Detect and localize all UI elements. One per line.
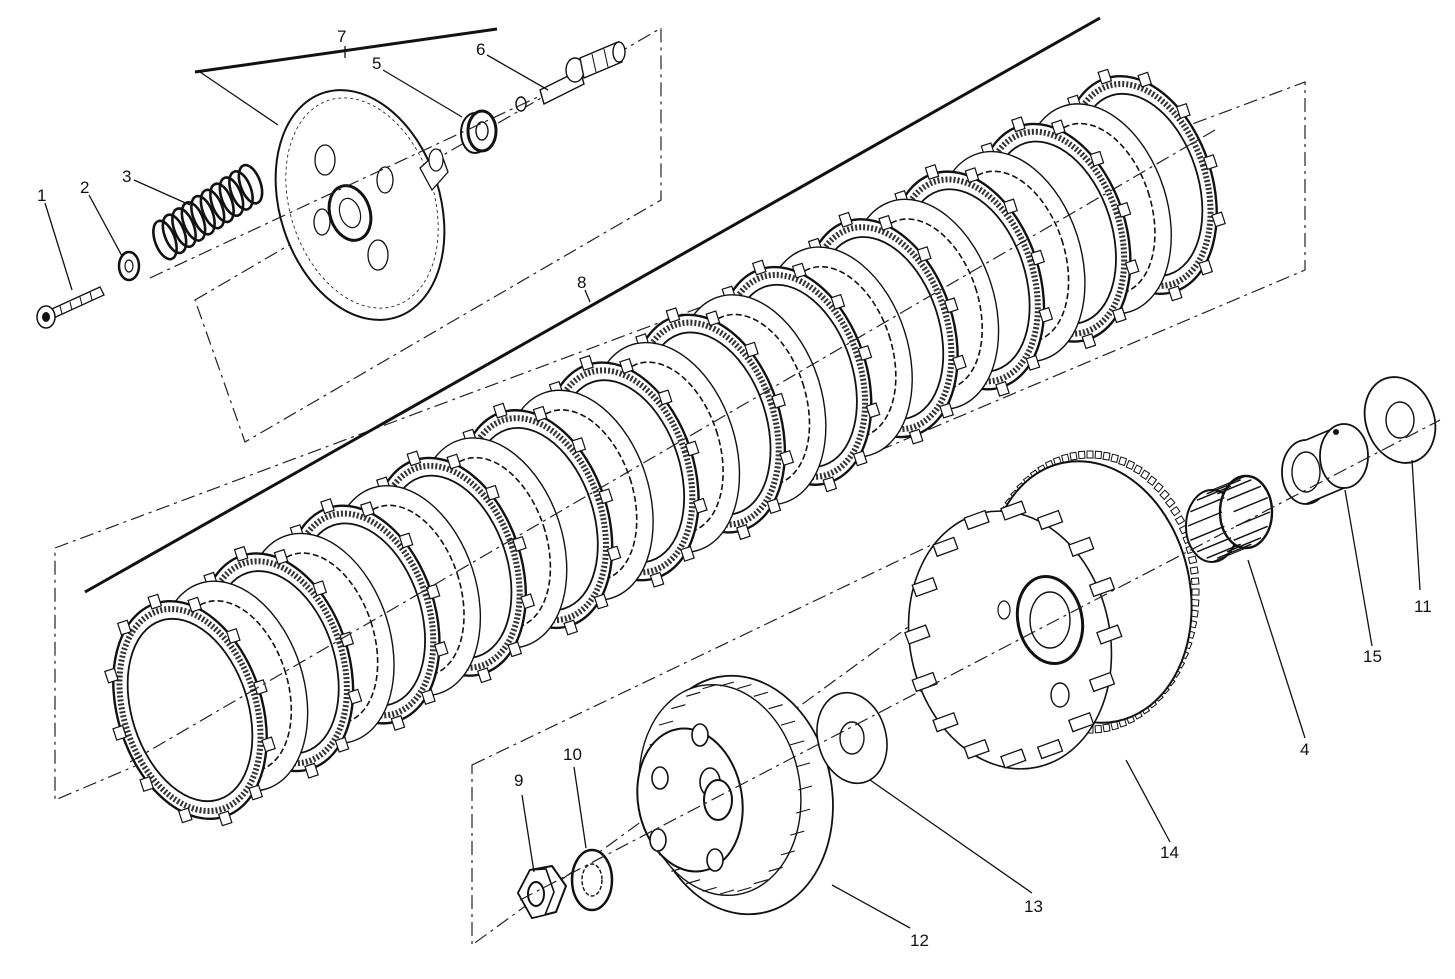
- group-8-frame: [54, 81, 1306, 801]
- callout-11: 11: [1414, 597, 1432, 616]
- needle-bearing-part: [1185, 474, 1274, 563]
- callout-3: 3: [122, 167, 131, 186]
- callout-labels: 1 2 3 4 5 6 7 8 9 10 11 12 13 14 15: [37, 27, 1432, 950]
- callout-5: 5: [372, 54, 381, 73]
- group-8-bracket: [84, 16, 1101, 594]
- group-7-frame: [194, 26, 662, 443]
- bolt-part: [36, 286, 105, 329]
- callout-13: 13: [1024, 897, 1043, 916]
- callout-10: 10: [563, 745, 582, 764]
- callout-leaders: [44, 46, 1421, 929]
- callout-9: 9: [514, 771, 523, 790]
- pushrod-part: [515, 41, 626, 112]
- group-7-bracket: [194, 27, 498, 74]
- bushing-part: [1281, 423, 1369, 505]
- callout-15: 15: [1363, 647, 1382, 666]
- pressure-plate-part: [274, 89, 449, 321]
- callout-14: 14: [1160, 843, 1179, 862]
- end-washer-part: [1363, 376, 1437, 464]
- callout-8: 8: [577, 273, 586, 292]
- callout-12: 12: [910, 931, 929, 950]
- callout-7: 7: [337, 27, 346, 46]
- hub-nut-part: [516, 864, 568, 920]
- clutch-basket-part: [904, 450, 1200, 770]
- cup-washer-part: [117, 250, 141, 282]
- bearing-part: [460, 109, 498, 154]
- thrust-washer-part: [816, 691, 888, 785]
- clutch-hub-part: [636, 674, 834, 916]
- callout-1: 1: [37, 186, 46, 205]
- clutch-spring-part: [152, 163, 264, 261]
- lock-washer-part: [570, 848, 614, 912]
- friction-plate: [104, 593, 276, 827]
- clutch-plate-stack: [104, 68, 1226, 827]
- callout-4: 4: [1300, 740, 1309, 759]
- callout-2: 2: [80, 178, 89, 197]
- callout-6: 6: [476, 40, 485, 59]
